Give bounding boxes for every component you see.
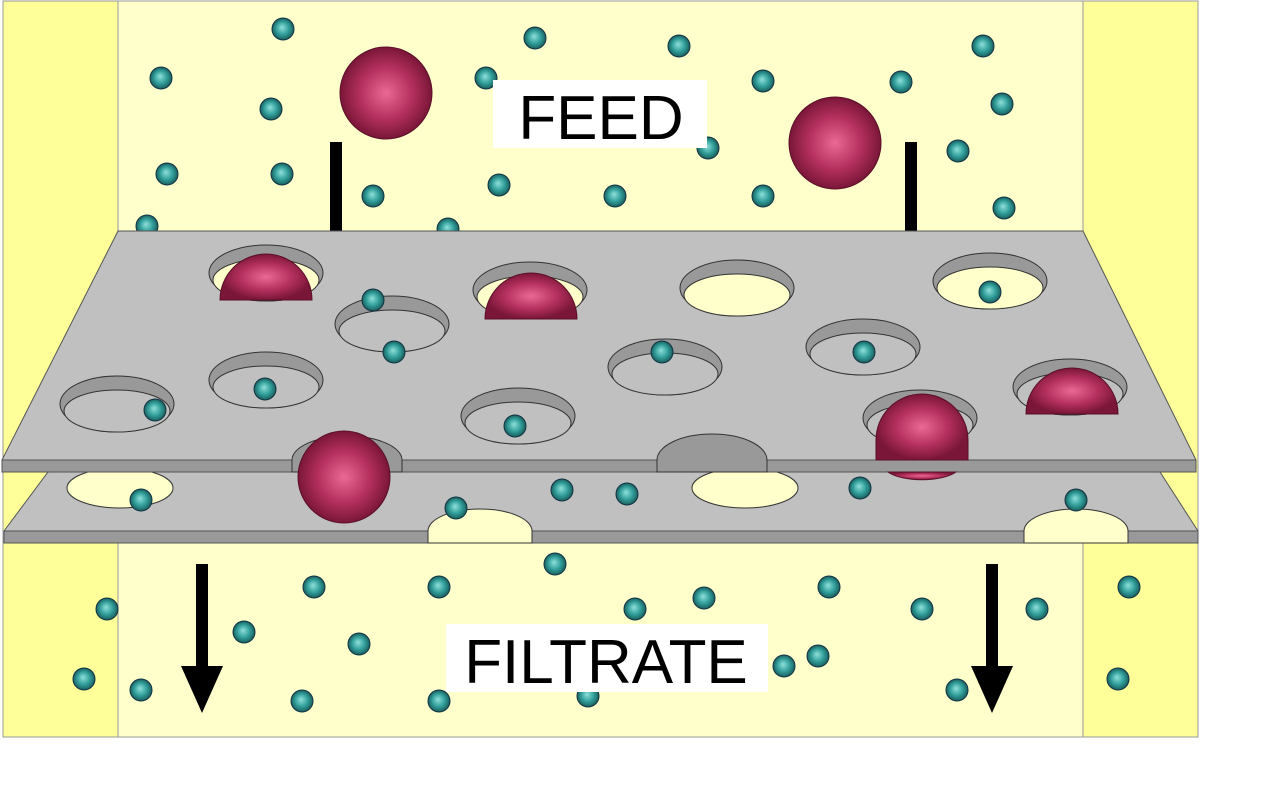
small-particle — [1117, 575, 1141, 599]
feed-large-particles — [339, 46, 882, 190]
pore — [679, 259, 795, 317]
large-particle — [219, 253, 313, 301]
feed-label: FEED — [518, 84, 683, 153]
large-particle — [788, 96, 882, 190]
small-particle — [427, 575, 451, 599]
small-particle — [946, 139, 970, 163]
small-particle — [751, 184, 775, 208]
small-particle — [361, 288, 385, 312]
small-particle — [623, 597, 647, 621]
small-particle — [751, 69, 775, 93]
small-particle — [615, 482, 639, 506]
small-particle — [232, 620, 256, 644]
small-particle — [427, 689, 451, 713]
upper-membrane — [1, 230, 1197, 473]
small-particle — [817, 575, 841, 599]
small-particle — [1064, 488, 1088, 512]
small-particle — [603, 184, 627, 208]
small-particle — [650, 340, 674, 364]
small-particle — [474, 66, 498, 90]
feed-label-box: FEED — [493, 80, 707, 153]
large-particle — [1025, 367, 1119, 415]
filtrate-label-box: FILTRATE — [446, 624, 768, 697]
small-particle — [1106, 667, 1130, 691]
small-particle — [270, 162, 294, 186]
small-particle — [129, 488, 153, 512]
small-particle — [667, 34, 691, 58]
small-particle — [361, 184, 385, 208]
down-arrow-icon — [181, 564, 223, 713]
small-particle — [253, 377, 277, 401]
small-particle — [149, 66, 173, 90]
small-particle — [1025, 597, 1049, 621]
pore — [59, 375, 175, 433]
small-particle — [889, 70, 913, 94]
small-particle — [543, 552, 567, 576]
filtrate-arrows — [181, 564, 1013, 713]
membrane-particles — [129, 280, 1088, 520]
small-particle — [259, 97, 283, 121]
small-particle — [129, 678, 153, 702]
small-particle — [992, 196, 1016, 220]
small-particle — [806, 644, 830, 668]
large-particle — [297, 430, 391, 524]
small-particle — [503, 414, 527, 438]
small-particle — [523, 26, 547, 50]
small-particle — [155, 162, 179, 186]
small-particle — [848, 476, 872, 500]
small-particle — [290, 689, 314, 713]
small-particle — [945, 678, 969, 702]
large-particle — [875, 393, 969, 461]
filtrate-particles — [72, 552, 1141, 713]
small-particle — [444, 496, 468, 520]
large-particle — [886, 471, 958, 481]
down-arrow-icon — [971, 564, 1013, 713]
filtrate-label: FILTRATE — [464, 628, 748, 697]
small-particle — [990, 92, 1014, 116]
small-particle — [143, 398, 167, 422]
small-particle — [772, 654, 796, 678]
small-particle — [271, 17, 295, 41]
small-particle — [978, 280, 1002, 304]
small-particle — [95, 597, 119, 621]
small-particle — [487, 173, 511, 197]
large-particle — [484, 272, 578, 320]
trapped-large-particles — [219, 253, 1119, 524]
small-particle — [550, 478, 574, 502]
small-particle — [910, 597, 934, 621]
small-particle — [302, 575, 326, 599]
large-particle — [339, 46, 433, 140]
small-particle — [852, 340, 876, 364]
small-particle — [347, 632, 371, 656]
small-particle — [971, 34, 995, 58]
pore — [607, 338, 723, 396]
small-particle — [72, 667, 96, 691]
small-particle — [692, 586, 716, 610]
small-particle — [382, 340, 406, 364]
lower-membrane — [3, 467, 1199, 544]
